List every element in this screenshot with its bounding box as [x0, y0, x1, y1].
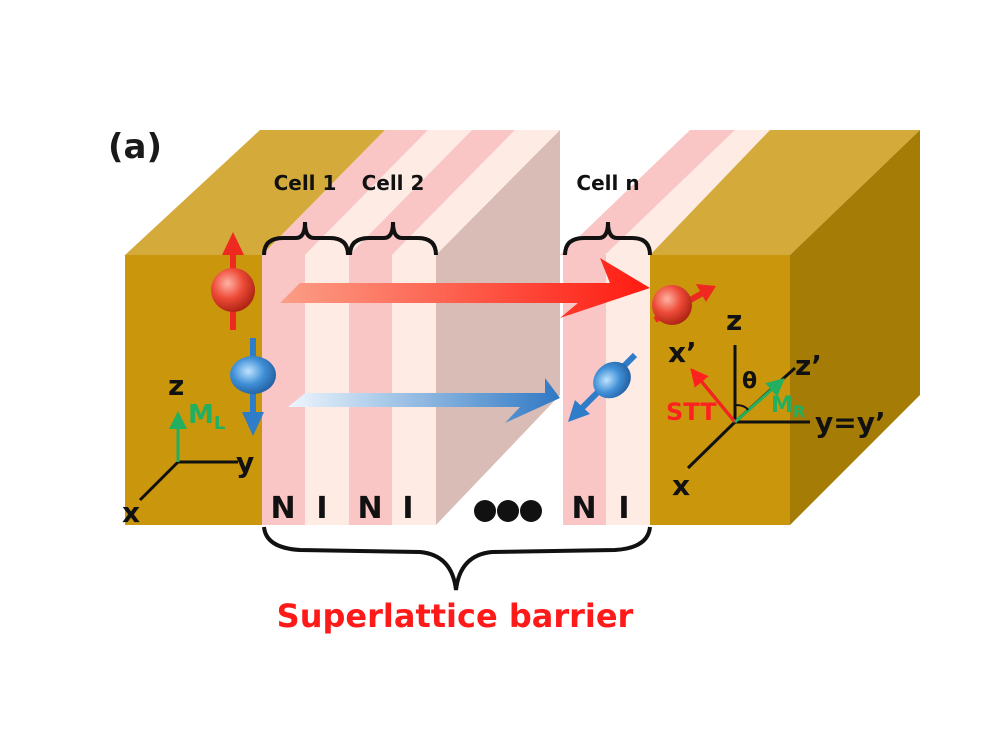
- cell-label: Cell n: [576, 171, 639, 195]
- panel-label: (a): [108, 127, 162, 167]
- right-axis-y: y=y’: [815, 406, 886, 439]
- right-coordinate-axes: z x’ z’ y=y’ x θ STT MR: [666, 304, 886, 502]
- spin-right-blue: [568, 352, 638, 422]
- left-axis-x: x: [122, 496, 140, 529]
- right-axis-x: x: [672, 469, 690, 502]
- left-axis-y: y: [236, 446, 254, 479]
- layer-label: N: [357, 491, 382, 526]
- cell-label: Cell 1: [274, 171, 337, 195]
- barrier-shadow: [436, 130, 560, 525]
- left-axis-z: z: [168, 369, 184, 402]
- cell-label: Cell 2: [362, 171, 425, 195]
- superlattice-top: [262, 130, 770, 255]
- right-axis-z: z: [726, 304, 742, 337]
- layer-labels: N I N I N I: [270, 491, 629, 526]
- spin-down-left: [230, 338, 276, 436]
- right-axis-z-prime: z’: [795, 349, 822, 382]
- cell-brace: [262, 221, 350, 256]
- layer-label: I: [618, 491, 629, 526]
- cell-brace: [563, 221, 652, 256]
- angle-theta: θ: [742, 369, 757, 394]
- spin-right-red: [652, 284, 716, 325]
- superlattice-brace: [262, 526, 652, 591]
- spin-up-transport-arrow: [280, 258, 650, 318]
- spin-down-transport-arrow: [288, 378, 560, 423]
- cell-brace: [348, 221, 438, 256]
- cell-2-group: Cell 2: [348, 171, 438, 256]
- left-coordinate-axes: z y x ML: [122, 369, 254, 529]
- moment-MR: MR: [771, 393, 805, 421]
- right-axis-x-prime: x’: [668, 336, 697, 369]
- spin-up-left: [211, 232, 255, 330]
- moment-ML: ML: [188, 400, 225, 434]
- layer-label: N: [270, 491, 295, 526]
- layer-label: N: [571, 491, 596, 526]
- cell-n-group: Cell n: [563, 171, 652, 256]
- cell-1-group: Cell 1: [262, 171, 350, 256]
- ellipsis-dots: [474, 500, 542, 522]
- stt-label: STT: [666, 398, 717, 426]
- right-electrode-side: [790, 130, 920, 525]
- superlattice-caption: Superlattice barrier: [277, 597, 634, 635]
- right-electrode-top: [650, 130, 920, 255]
- layer-label: I: [402, 491, 413, 526]
- layer-label: I: [316, 491, 327, 526]
- left-electrode-top: [125, 130, 385, 255]
